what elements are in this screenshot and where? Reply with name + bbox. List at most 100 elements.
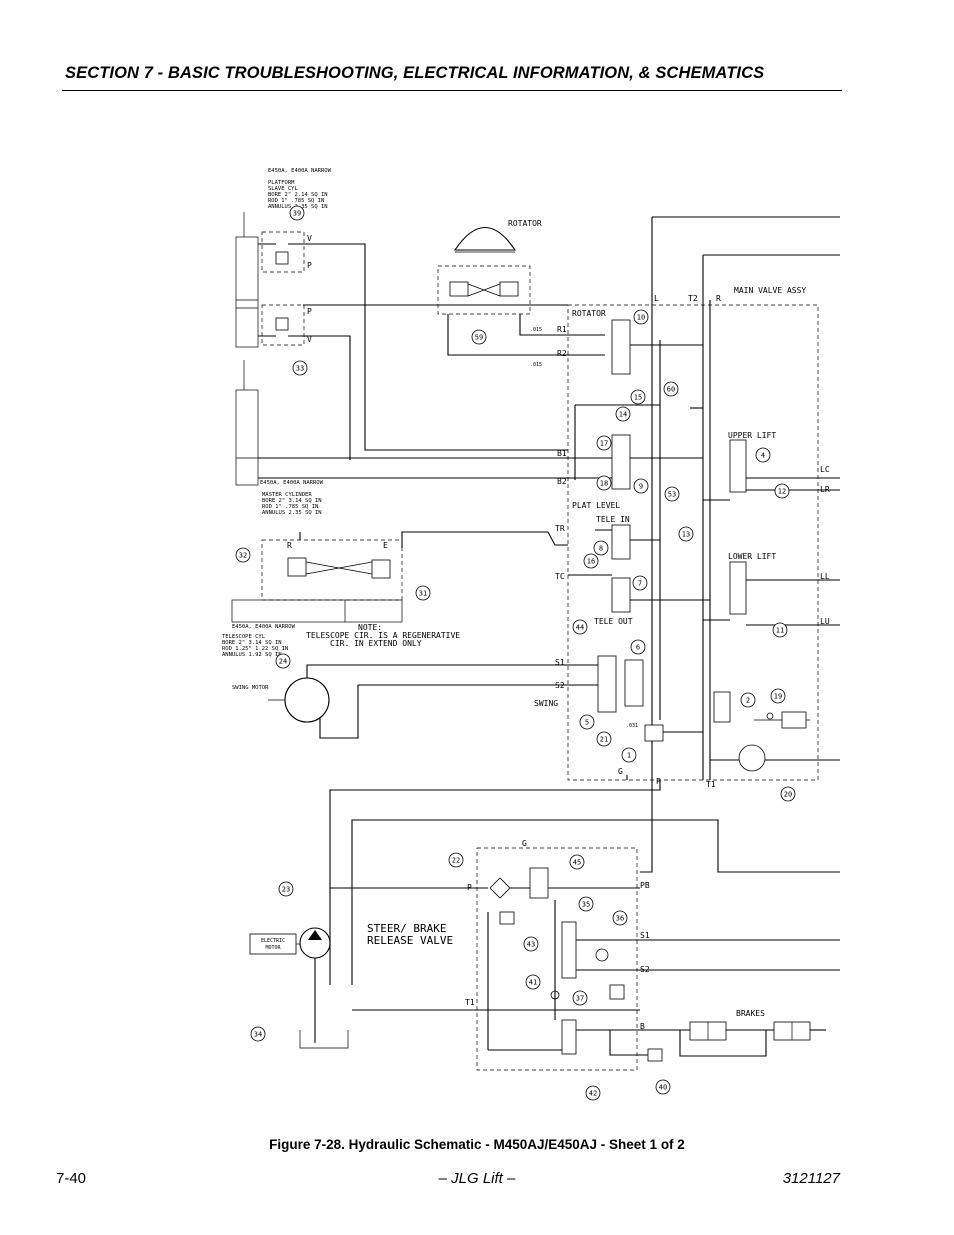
port-v2-label: V [307,335,312,344]
swing-motor-label: SWING MOTOR [232,685,269,691]
callout-13 [678,526,694,542]
lower-lift-label: LOWER LIFT [728,552,776,561]
platform-note-l4: ROD 1" .785 SQ IN [268,198,324,204]
callout-label-15: 15 [634,394,642,402]
plat-level-label: PLAT LEVEL [572,501,620,510]
note-title: NOTE: [358,623,382,632]
callout-23 [278,881,294,897]
callout-label-53: 53 [668,491,676,499]
callout-12 [774,483,790,499]
port-tr: TR [555,524,565,533]
tele-out-label: TELE OUT [594,617,633,626]
callout-label-21: 21 [600,736,608,744]
callout-label-19: 19 [774,693,782,701]
platform-note: E450A, E400A NARROW PLATFORM SLAVE CYL B… [268,168,332,210]
main-valve-label: MAIN VALVE ASSY [734,286,806,295]
steer-brake-label-2: RELEASE VALVE [367,934,453,947]
section-header-title: SECTION 7 - BASIC TROUBLESHOOTING, ELECT… [65,64,765,82]
callout-32 [235,547,251,563]
swing-label: SWING [534,699,558,708]
callout-label-45: 45 [573,859,581,867]
callout-15 [630,389,646,405]
callout-44 [572,619,588,635]
callout-label-20: 20 [784,791,792,799]
callout-45 [569,854,585,870]
port-pb: PB [640,881,650,890]
telescope-note-l2: BORE 2" 3.14 SQ IN [222,640,282,646]
tele-in-label: TELE IN [596,515,630,524]
rotator-section-label: ROTATOR [572,309,606,318]
callout-41 [525,974,541,990]
callout-35 [578,896,594,912]
callout-label-32: 32 [239,552,247,560]
callout-label-12: 12 [778,488,786,496]
port-g: G [618,767,623,776]
telescope-note: E450A, E400A NARROW TELESCOPE CYL BORE 2… [222,624,296,658]
electric-motor-label-2: MOTOR [265,945,281,951]
port-p-main: P [656,777,661,786]
callout-label-17: 17 [600,440,608,448]
callout-4 [755,447,771,463]
master-note: E450A, E400A NARROW MASTER CYLINDER BORE… [260,480,324,516]
port-s1-steer: S1 [640,931,650,940]
port-l: L [654,294,659,303]
callout-label-42: 42 [589,1090,597,1098]
callout-label-43: 43 [527,941,535,949]
callout-20 [780,786,796,802]
header-rule [62,90,842,91]
platform-note-l2: SLAVE CYL [268,186,298,192]
telescope-note-l1: TELESCOPE CYL [222,634,266,640]
upper-lift-label: UPPER LIFT [728,431,776,440]
port-lr: LR [820,485,830,494]
callout-16 [583,553,599,569]
footer-publisher: – JLG Lift – [438,1170,516,1187]
port-r-tele: R [287,541,292,550]
note-line1: TELESCOPE CIR. IS A REGENERATIVE [306,631,460,640]
swing-motor [268,664,568,739]
callout-label-16: 16 [587,558,595,566]
master-note-l3: ROD 1" .785 SQ IN [262,504,318,510]
port-p2-label: P [307,307,312,316]
port-ll: LL [820,572,830,581]
callout-53 [664,486,680,502]
callout-6 [630,639,646,655]
callout-label-23: 23 [282,886,290,894]
callout-label-31: 31 [419,590,427,598]
callout-label-9: 9 [639,483,643,491]
callout-7 [632,575,648,591]
callout-10 [633,309,649,325]
main-valve-assembly [567,216,840,781]
port-t1-steer: T1 [465,998,475,1007]
callout-label-44: 44 [576,624,584,632]
callout-label-39: 39 [293,210,301,218]
port-s1: S1 [555,658,565,667]
port-g-steer: G [522,839,527,848]
callout-43 [523,936,539,952]
note-line2: CIR. IN EXTEND ONLY [330,639,422,648]
callout-label-4: 4 [761,452,765,460]
callout-33 [292,360,308,376]
callout-label-18: 18 [600,480,608,488]
master-cylinder [235,360,568,486]
pump-and-motor [249,927,349,1049]
port-e-tele: E [383,541,388,550]
port-b-steer: B [640,1022,645,1031]
callout-22 [448,852,464,868]
callout-label-41: 41 [529,979,537,987]
master-note-l2: BORE 2" 3.14 SQ IN [262,498,322,504]
callout-40 [655,1079,671,1095]
callout-label-40: 40 [659,1084,667,1092]
telescope-model-text: E450A, E400A NARROW [232,624,296,630]
callout-14 [615,406,631,422]
platform-note-l1: PLATFORM [268,180,295,186]
callout-17 [596,435,612,451]
port-t1: T1 [706,780,716,789]
port-p1-label: P [307,261,312,270]
port-b2: B2 [557,477,567,486]
port-lc: LC [820,465,830,474]
callout-21 [596,731,612,747]
callout-label-37: 37 [576,995,584,1003]
callout-label-13: 13 [682,531,690,539]
callout-36 [612,910,628,926]
